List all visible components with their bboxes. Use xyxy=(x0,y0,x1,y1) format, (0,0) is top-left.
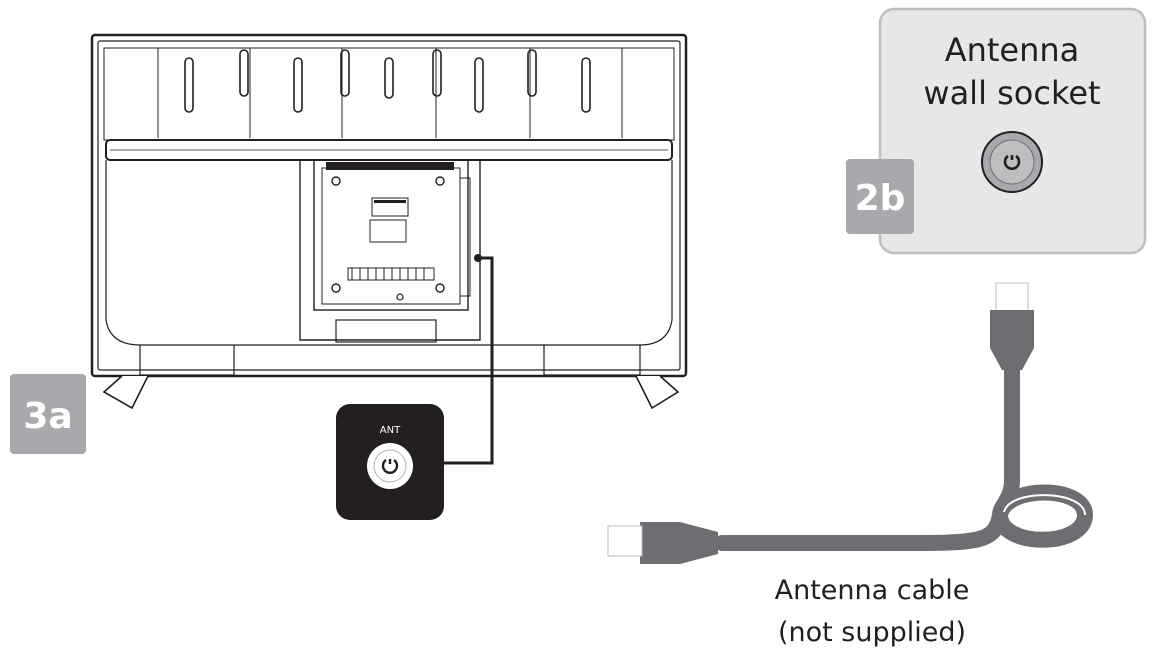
wall-socket-title-line1: Antenna xyxy=(945,31,1080,69)
cable-label-line2: (not supplied) xyxy=(778,617,966,648)
step-2b-background xyxy=(846,159,914,234)
step-badge-3a: 3a xyxy=(10,374,86,454)
wall-socket-panel: Antenna wall socket xyxy=(878,7,1147,255)
cable-top-plug-tip xyxy=(995,282,1029,312)
wall-socket-background xyxy=(878,7,1147,255)
ant-port-socket-icon xyxy=(367,443,413,489)
wall-socket-title-line2: wall socket xyxy=(923,74,1100,112)
step-badge-2b: 2b xyxy=(846,159,914,234)
cable-label-line1: Antenna cable xyxy=(775,575,970,606)
step-3a-label: 3a xyxy=(23,396,72,437)
ant-connector-line xyxy=(442,256,494,465)
cable-line xyxy=(714,360,1093,552)
cable-left-plug-tip xyxy=(607,525,643,557)
step-2b-label: 2b xyxy=(855,178,906,219)
cable-top-plug-body xyxy=(990,310,1034,370)
ant-port-callout: ANT xyxy=(336,404,444,520)
ant-port-label: ANT xyxy=(380,425,401,436)
antenna-cable-illustration xyxy=(607,282,1093,564)
cable-left-plug-body xyxy=(640,522,718,564)
tv-back-illustration xyxy=(90,33,688,410)
step-3a-background xyxy=(10,374,86,454)
